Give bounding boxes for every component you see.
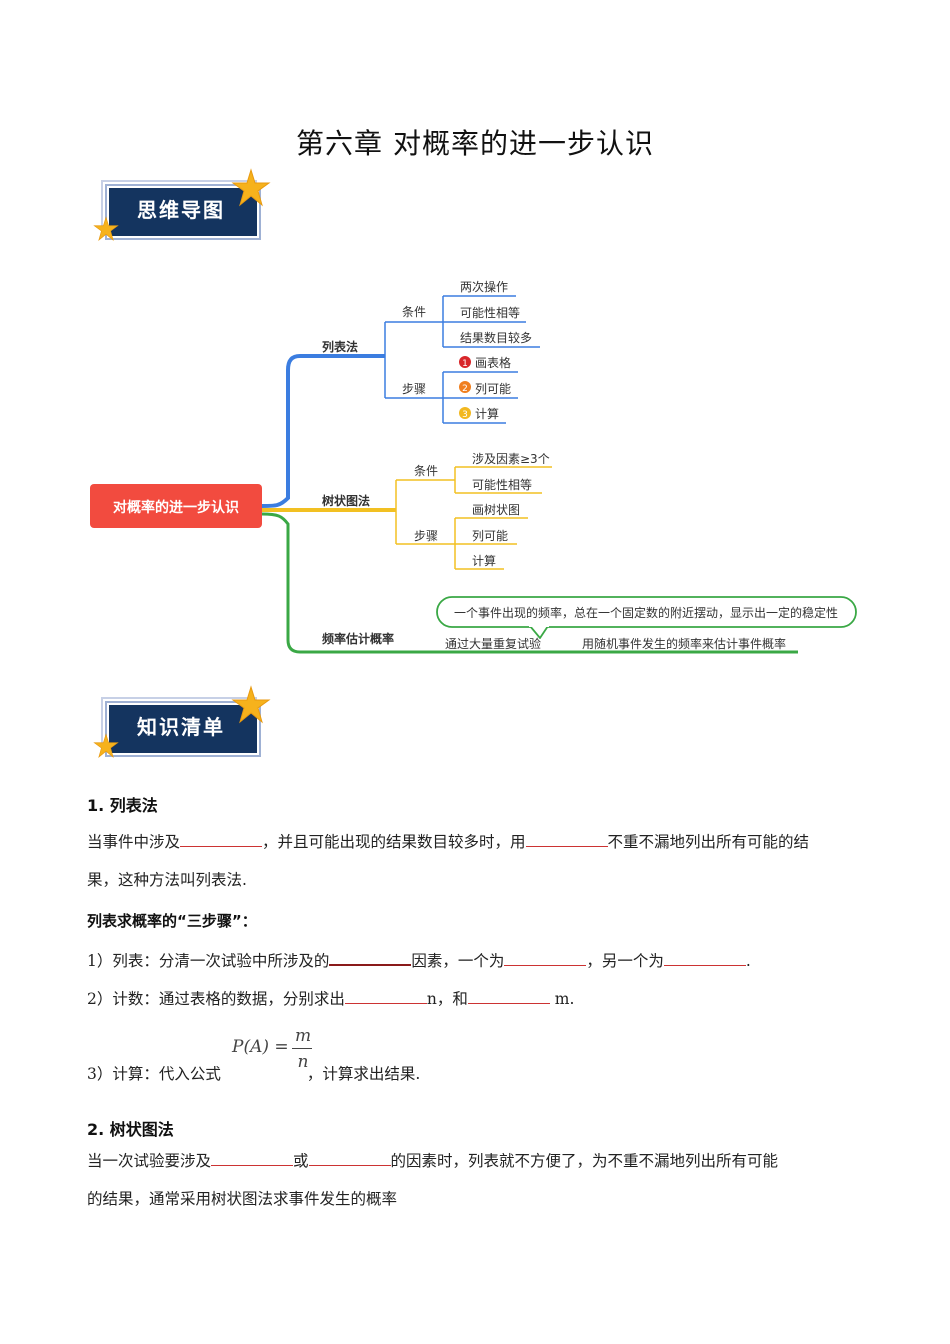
banner-knowledge-list: 知识清单 [93, 685, 271, 758]
summary-bubble-text: 一个事件出现的频率，总在一个固定数的附近摆动，显示出一定的稳定性 [454, 605, 838, 620]
branch-label-frequency-estimate: 频率估计概率 [322, 631, 394, 646]
step-line-1: 1）列表：分清一次试验中所涉及的 因素，一个为 ，另一个为. [87, 948, 751, 971]
text-run: m. [549, 990, 575, 1008]
leaf-label: 结果数目较多 [460, 330, 532, 345]
section-heading-list-method: 1. 列表法 [87, 796, 158, 815]
leaf-label: 画表格 [475, 355, 511, 370]
leaf-label: 列可能 [475, 382, 511, 396]
text-run: 当一次试验要涉及 [87, 1152, 212, 1170]
leaf-label: 列可能 [472, 529, 508, 543]
text-run: 或 [293, 1152, 309, 1170]
fill-in-blank[interactable] [467, 987, 550, 1004]
fraction-bar [292, 1048, 312, 1049]
fill-in-blank[interactable] [344, 987, 427, 1004]
node-label-steps: 步骤 [402, 382, 426, 396]
text-run: 的结果，通常采用树状图法求事件发生的概率 [87, 1190, 398, 1208]
leaf-label: 计算 [475, 406, 499, 421]
step-line-2: 2）计数：通过表格的数据，分别求出 n，和 m. [87, 987, 574, 1009]
star-icon [93, 733, 119, 758]
text-run: ，计算求出结果. [306, 1065, 421, 1083]
text-run: 2）计数：通过表格的数据，分别求出 [87, 990, 345, 1008]
step-number-icon [459, 356, 471, 368]
step-number-icon [459, 407, 471, 419]
page-title: 第六章 对概率的进一步认识 [296, 127, 654, 160]
banner-label: 思维导图 [137, 198, 225, 222]
star-icon [231, 685, 271, 724]
leaf-label: 用随机事件发生的频率来估计事件概率 [582, 636, 786, 651]
leaf-label: 可能性相等 [472, 478, 532, 492]
fill-in-blank[interactable] [211, 1149, 294, 1166]
summary-bubble [436, 596, 857, 628]
mind-map-root-label: 对概率的进一步认识 [113, 499, 239, 516]
banner-label: 知识清单 [137, 715, 225, 739]
text-run: ，另一个为 [586, 952, 664, 970]
banner-background [107, 703, 259, 755]
leaf-label: 通过大量重复试验 [445, 636, 541, 651]
branch-label-tree-method: 树状图法 [322, 493, 370, 508]
text-run: 的因素时，列表就不方便了，为不重不漏地列出所有可能 [390, 1152, 779, 1170]
subheading-three-steps: 列表求概率的“三步骤”： [87, 912, 257, 930]
svg-text:3: 3 [462, 410, 468, 420]
node-label-condition: 条件 [414, 464, 438, 478]
text-run: ，并且可能出现的结果数目较多时，用 [262, 833, 526, 851]
branch-label-list-method: 列表法 [322, 339, 358, 354]
step-number-icon [459, 381, 471, 393]
banner-background [107, 186, 259, 238]
fill-in-blank[interactable] [180, 830, 263, 847]
fill-in-blank[interactable] [504, 949, 587, 966]
paragraph: 当事件中涉及 ，并且可能出现的结果数目较多时，用 不重不漏地列出所有可能的结 果，这… [87, 823, 867, 899]
fill-in-blank[interactable] [308, 1149, 391, 1166]
formula-numerator: m [294, 1026, 312, 1046]
leaf-label: 两次操作 [460, 279, 508, 294]
mind-map-root-node [90, 484, 262, 528]
step-line-3: 3）计算：代入公式 ，计算求出结果. [87, 1062, 420, 1084]
banner-mind-map: 思维导图 [93, 168, 271, 241]
branch-line-green [261, 512, 798, 654]
text-run: 果，这种方法叫列表法. [87, 871, 247, 889]
text-run: 3）计算：代入公式 [87, 1065, 221, 1083]
text-run: n，和 [426, 990, 468, 1008]
svg-text:1: 1 [462, 359, 468, 369]
leaf-label: 可能性相等 [460, 306, 520, 320]
star-icon [231, 168, 271, 207]
probability-formula-lhs: P(A) = [232, 1037, 289, 1057]
section-heading-tree-method: 2. 树状图法 [87, 1120, 174, 1139]
fill-in-blank[interactable] [663, 949, 746, 966]
svg-text:2: 2 [462, 384, 468, 394]
star-icon [93, 216, 119, 241]
text-run: 当事件中涉及 [87, 833, 181, 851]
text-run: 因素，一个为 [411, 952, 505, 970]
formula-denominator: n [297, 1052, 309, 1072]
node-label-condition: 条件 [402, 305, 426, 319]
leaf-label: 计算 [472, 553, 496, 568]
fill-in-blank[interactable] [525, 830, 608, 847]
text-run: 不重不漏地列出所有可能的结 [607, 833, 810, 851]
branch-line-blue [261, 354, 385, 508]
node-label-steps: 步骤 [414, 529, 438, 543]
leaf-label: 涉及因素≥3个 [472, 452, 550, 466]
mind-map: 对概率的进一步认识 列表法 条件 步骤 两次操作 可能性相等 结果数目较多 1 … [90, 279, 857, 654]
leaf-label: 画树状图 [472, 502, 520, 517]
paragraph: 当一次试验要涉及 或 的因素时，列表就不方便了，为不重不漏地列出所有可能 的结果，通… [87, 1142, 867, 1218]
text-run: . [745, 952, 751, 970]
text-run: 1）列表：分清一次试验中所涉及的 [87, 952, 330, 970]
fill-in-blank[interactable] [329, 948, 412, 966]
